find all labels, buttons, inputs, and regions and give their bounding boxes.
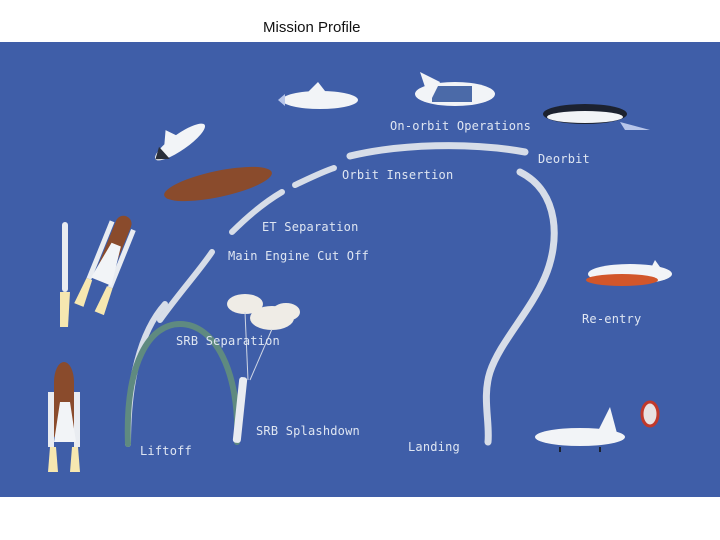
label-landing: Landing <box>408 440 460 454</box>
flight-path-ascent-2 <box>229 189 285 235</box>
shuttle-reentry-icon <box>586 260 672 286</box>
drogue-chute-icon <box>640 400 660 428</box>
label-et-separation: ET Separation <box>262 220 359 234</box>
label-liftoff: Liftoff <box>140 444 192 458</box>
flight-path-orbit <box>346 142 529 160</box>
flight-path-ascent-3 <box>292 165 337 188</box>
external-tank-icon <box>164 166 272 202</box>
shuttle-payload-bay-icon <box>415 72 495 106</box>
label-on-orbit-operations: On-orbit Operations <box>390 119 532 133</box>
label-deorbit: Deorbit <box>538 152 590 166</box>
shuttle-landing-icon <box>535 407 625 452</box>
shuttle-ascent-icon <box>155 123 205 161</box>
shuttle-orbit-icon <box>278 82 358 109</box>
flight-path-descent <box>482 168 558 446</box>
solid-rocket-booster-icon <box>60 222 70 327</box>
ascending-shuttle-icon <box>74 215 136 316</box>
shuttle-on-pad-icon <box>48 362 80 472</box>
label-re-entry: Re-entry <box>582 312 642 326</box>
label-main-engine-cut-off: Main Engine Cut Off <box>228 249 370 263</box>
slide-title: Mission Profile <box>263 19 361 36</box>
mission-profile-diagram: Liftoff SRB Separation SRB Splashdown Ma… <box>0 42 720 497</box>
srb-parachutes-icon <box>227 294 300 443</box>
label-srb-separation: SRB Separation <box>176 334 280 348</box>
label-orbit-insertion: Orbit Insertion <box>342 168 454 182</box>
label-srb-splashdown: SRB Splashdown <box>256 424 360 438</box>
trajectory-art <box>48 72 672 472</box>
shuttle-deorbit-icon <box>543 104 650 130</box>
srb-arc <box>124 320 241 447</box>
flight-path-ascent-1 <box>157 249 215 323</box>
